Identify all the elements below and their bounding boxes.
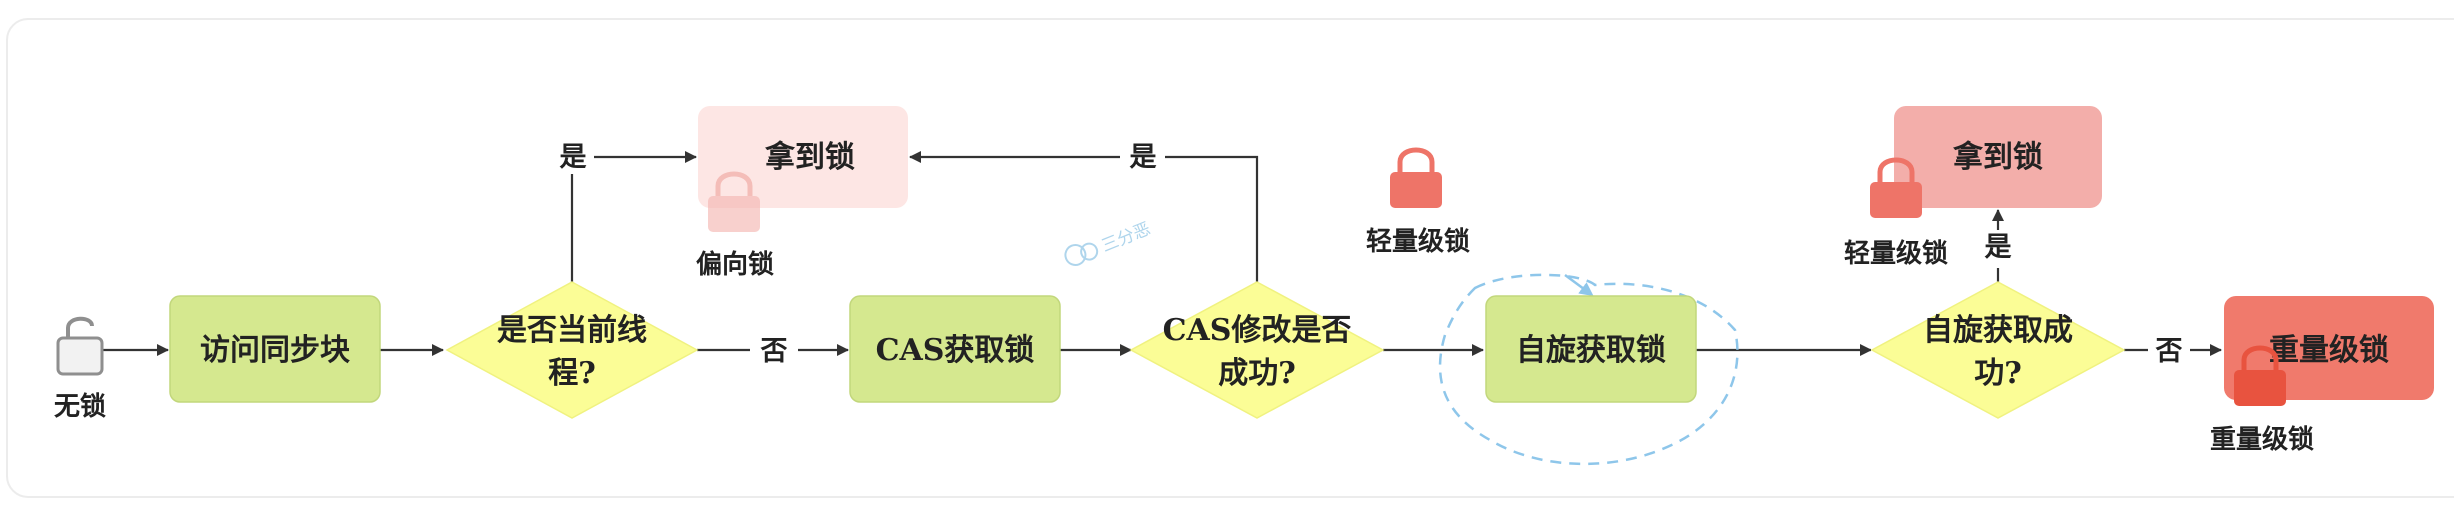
node-cas-acquire: CAS获取锁 (849, 295, 1061, 403)
spin-loop-arrowhead (1564, 273, 1594, 297)
edge-label-no-1: 否 (761, 336, 788, 367)
node-cas-success-line2: 成功? (1218, 356, 1296, 391)
decision-diamond (1129, 281, 1385, 419)
node-spin-success-line1: 自旋获取成 (1923, 313, 2073, 348)
node-got-lock-light-label: 拿到锁 (1953, 140, 2043, 175)
lock-icon (1390, 147, 1442, 208)
unlock-icon (56, 316, 104, 376)
node-cas-acquire-label: CAS获取锁 (876, 333, 1035, 368)
caption-heavyweight-lock: 重量级锁 (2210, 424, 2314, 455)
node-cas-acquire-box (849, 295, 1061, 403)
edge-label-bg (1122, 138, 1164, 174)
edge-diamond2-yes-up (1165, 155, 1259, 282)
diagram-frame (6, 18, 2454, 498)
edge-label-bg (552, 138, 594, 174)
edge-label-yes-1: 是 (560, 142, 587, 173)
node-is-current-thread-line1: 是否当前线 (497, 313, 647, 348)
edge-label-no-3: 否 (2156, 336, 2183, 367)
edge-label-yes-3: 是 (1985, 232, 2012, 263)
node-spin-acquire-label: 自旋获取锁 (1516, 333, 1666, 368)
caption-lightweight-lock-1: 轻量级锁 (1366, 226, 1470, 257)
spin-loop-dashed-path (1438, 273, 1739, 466)
node-is-current-thread: 是否当前线 程? (445, 281, 699, 419)
node-access-sync: 访问同步块 (169, 295, 381, 403)
node-got-lock-light-box (1894, 106, 2102, 208)
node-cas-success-line1: CAS修改是否 (1163, 313, 1352, 348)
watermark-text: 三分恶 (1099, 219, 1154, 257)
node-got-lock-light: 拿到锁 (1894, 106, 2102, 208)
node-spin-acquire-box (1485, 295, 1697, 403)
caption-biased-lock: 偏向锁 (696, 249, 774, 280)
decision-diamond (445, 281, 699, 419)
node-got-lock-biased-label: 拿到锁 (765, 140, 855, 175)
edge-diamond1-yes-up (570, 155, 587, 282)
caption-lightweight-lock-2: 轻量级锁 (1844, 238, 1948, 269)
edge-label-yes-2: 是 (1130, 142, 1157, 173)
lock-icon (2234, 345, 2286, 406)
node-got-lock-biased: 拿到锁 (698, 106, 908, 208)
lock-icon (1870, 157, 1922, 218)
node-access-sync-box (169, 295, 381, 403)
lock-icon (708, 171, 760, 232)
watermark: 三分恶 (1064, 219, 1154, 267)
node-spin-success: 自旋获取成 功? (1870, 281, 2126, 419)
node-spin-success-line2: 功? (1974, 356, 2022, 391)
node-cas-success: CAS修改是否 成功? (1129, 281, 1385, 419)
node-access-sync-label: 访问同步块 (200, 333, 350, 368)
caption-no-lock: 无锁 (54, 391, 106, 422)
node-spin-acquire: 自旋获取锁 (1485, 295, 1697, 403)
node-is-current-thread-line2: 程? (548, 356, 596, 391)
edges (103, 151, 2222, 356)
decision-diamond (1870, 281, 2126, 419)
spin-loop (1438, 273, 1739, 466)
node-heavyweight-lock-label: 重量级锁 (2269, 333, 2389, 368)
